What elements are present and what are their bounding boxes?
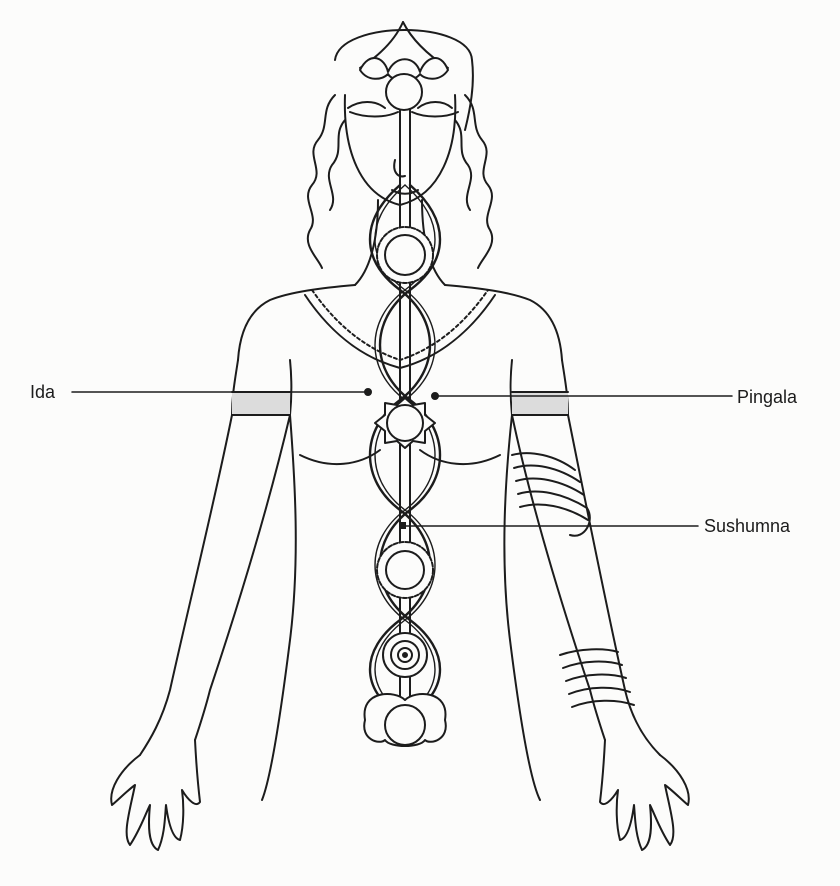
left-arm bbox=[140, 415, 232, 755]
chakra-solar-plexus bbox=[377, 542, 433, 598]
chakra-third-eye bbox=[350, 112, 458, 117]
chakra-sacral bbox=[383, 633, 427, 677]
curls-left bbox=[308, 95, 335, 268]
curls-right bbox=[465, 95, 492, 268]
sushumna-label: Sushumna bbox=[704, 516, 790, 537]
ida-label: Ida bbox=[30, 382, 55, 403]
pingala-label: Pingala bbox=[737, 387, 797, 408]
torso-left bbox=[262, 415, 296, 800]
right-hand bbox=[600, 740, 689, 850]
chakra-root bbox=[364, 694, 446, 746]
chakra-throat bbox=[377, 227, 433, 283]
chakra-heart bbox=[375, 398, 435, 448]
left-hand bbox=[111, 740, 200, 850]
shoulders bbox=[238, 285, 355, 360]
torso-right bbox=[504, 415, 540, 800]
